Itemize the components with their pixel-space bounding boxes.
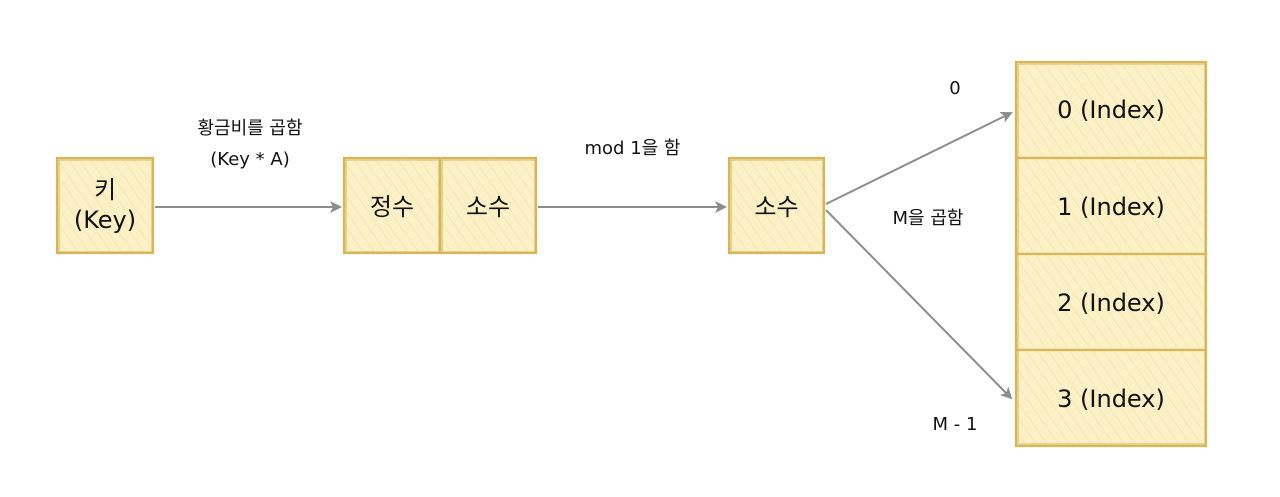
- fraction-label: 소수: [465, 193, 511, 221]
- edge-label-multiply-golden: 황금비를 곱함 (Key * A): [160, 118, 340, 171]
- integer-box: [342, 156, 442, 255]
- key-label-korean: 키: [93, 176, 117, 204]
- key-label-english: (Key): [73, 206, 137, 234]
- edge-label-multiply-m: M을 곱함: [892, 208, 964, 229]
- integer-label: 정수: [369, 193, 415, 221]
- edge-label-multiply-golden-formula: (Key * A): [210, 148, 290, 170]
- bucket-1-label: 1 (Index): [1057, 193, 1165, 221]
- bucket-2-label: 2 (Index): [1057, 289, 1165, 317]
- fraction-box: [438, 156, 538, 255]
- edge-label-index-start: 0: [949, 78, 961, 99]
- bucket-3-label: 3 (Index): [1057, 385, 1165, 413]
- bucket-array: [1014, 60, 1208, 448]
- fraction-result-label: 소수: [754, 193, 799, 221]
- edge-label-multiply-golden-text: 황금비를 곱함: [197, 118, 303, 139]
- bucket-0-label: 0 (Index): [1057, 96, 1165, 124]
- arrow-to-first-index: [825, 112, 1013, 205]
- edge-label-mod-one: mod 1을 함: [584, 138, 681, 159]
- edge-label-index-end: M - 1: [932, 414, 978, 435]
- arrow-to-last-index: [825, 209, 1013, 400]
- key-box: [55, 156, 155, 255]
- fraction-result-box: [727, 156, 826, 255]
- key-label: 키 (Key): [57, 175, 153, 235]
